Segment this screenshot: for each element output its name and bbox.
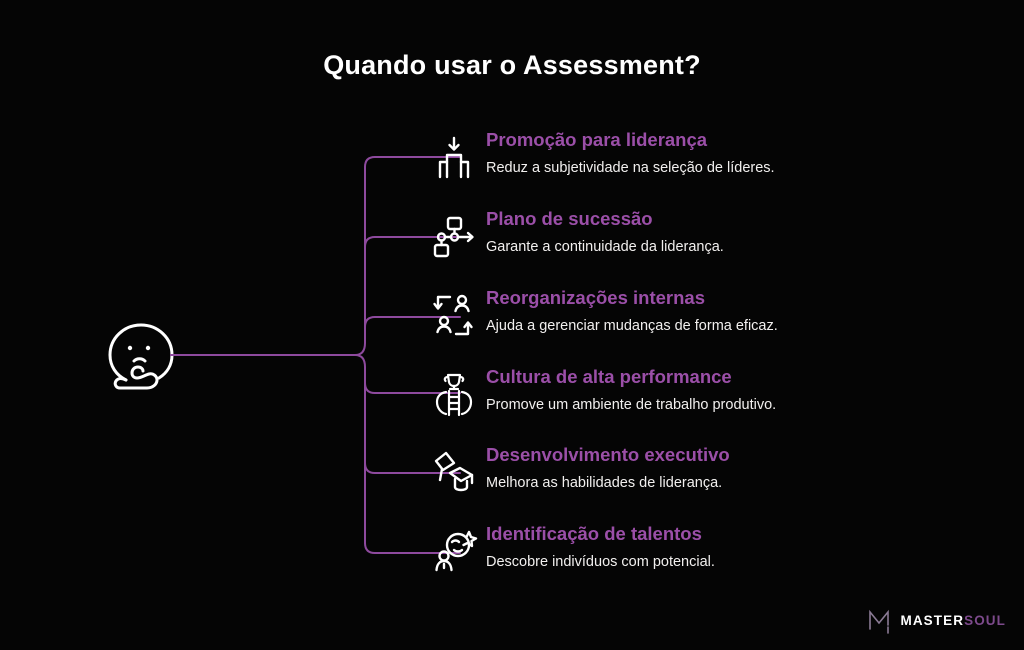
item-text-block: Cultura de alta performance Promove um a…: [486, 365, 1000, 414]
person-star-search-icon: [430, 528, 478, 576]
brand-word-master: MASTER: [900, 613, 965, 629]
item-heading: Desenvolvimento executivo: [486, 444, 730, 465]
podium-arrow-down-icon: [430, 134, 478, 182]
list-item[interactable]: Reorganizações internas Ajuda a gerencia…: [430, 286, 1000, 356]
list-item[interactable]: Identificação de talentos Descobre indiv…: [430, 522, 1000, 592]
item-description: Garante a continuidade da liderança.: [486, 239, 724, 255]
list-item[interactable]: Cultura de alta performance Promove um a…: [430, 365, 1000, 435]
brand-wordmark: MASTERSOUL: [900, 614, 1006, 628]
page-title: Quando usar o Assessment?: [323, 50, 701, 80]
graduation-caps-icon: [430, 449, 478, 497]
item-description: Ajuda a gerenciar mudanças de forma efic…: [486, 318, 778, 334]
item-text-block: Reorganizações internas Ajuda a gerencia…: [486, 286, 1000, 335]
item-description: Promove um ambiente de trabalho produtiv…: [486, 397, 777, 413]
item-text-block: Plano de sucessão Garante a continuidade…: [486, 207, 1000, 256]
list-item[interactable]: Plano de sucessão Garante a continuidade…: [430, 207, 1000, 277]
connector-bracket: [169, 120, 470, 570]
item-text-block: Desenvolvimento executivo Melhora as hab…: [486, 443, 1000, 492]
item-heading: Identificação de talentos: [486, 523, 702, 544]
item-text-block: Promoção para liderança Reduz a subjetiv…: [486, 128, 1000, 177]
item-text-block: Identificação de talentos Descobre indiv…: [486, 522, 1000, 571]
people-swap-arrows-icon: [430, 292, 478, 340]
item-description: Reduz a subjetividade na seleção de líde…: [486, 160, 775, 176]
thinking-face-icon: [103, 318, 179, 394]
item-heading: Reorganizações internas: [486, 287, 705, 308]
list-item[interactable]: Promoção para liderança Reduz a subjetiv…: [430, 128, 1000, 198]
brand-word-soul: SOUL: [964, 613, 1006, 629]
brand-logo: MASTERSOUL: [867, 606, 1006, 636]
item-heading: Plano de sucessão: [486, 208, 653, 229]
item-heading: Cultura de alta performance: [486, 366, 732, 387]
list-item[interactable]: Desenvolvimento executivo Melhora as hab…: [430, 443, 1000, 513]
mastersoul-m-mark-icon: [867, 607, 893, 635]
org-chart-flow-icon: [430, 213, 478, 261]
ladder-trophy-icon: [430, 371, 478, 419]
item-description: Melhora as habilidades de liderança.: [486, 475, 723, 491]
item-heading: Promoção para liderança: [486, 129, 708, 150]
item-description: Descobre indivíduos com potencial.: [486, 554, 715, 570]
